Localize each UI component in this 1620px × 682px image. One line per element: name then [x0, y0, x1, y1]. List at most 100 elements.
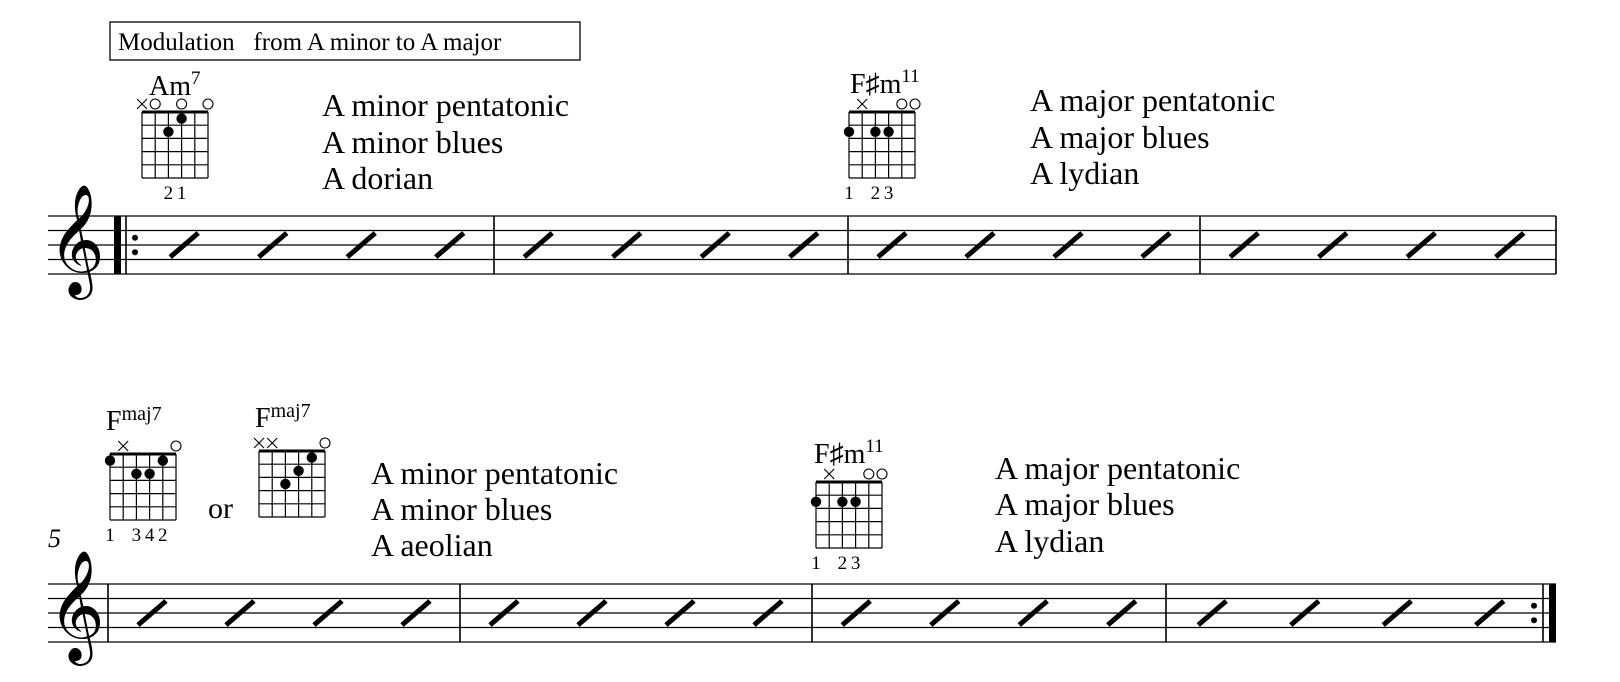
fingering-number: 3	[132, 525, 142, 546]
scale-line: A minor blues	[371, 491, 552, 527]
open-string-icon	[176, 98, 188, 110]
rhythm-slash	[611, 231, 643, 259]
fingering-number: 2	[158, 525, 168, 546]
scale-line: A major pentatonic	[995, 450, 1240, 486]
rhythm-slash	[1052, 231, 1084, 259]
rhythm-slash	[136, 599, 168, 627]
scale-line: A lydian	[995, 523, 1104, 559]
chord-name-fmaj7-b: Fmaj7	[255, 400, 311, 434]
fingering-number: 2	[838, 553, 848, 574]
rhythm-slash	[400, 599, 432, 627]
repeat-start-thick-bar	[114, 216, 121, 274]
chord-diagram-fmaj7-b: Fmaj7	[253, 400, 331, 518]
muted-string-icon	[117, 440, 129, 452]
fingering-number: 2	[871, 183, 881, 204]
rhythm-slash	[876, 231, 908, 259]
open-string-icon	[319, 437, 331, 449]
staff-system-1: 𝄞	[48, 185, 1557, 300]
scale-line: A aeolian	[371, 527, 493, 563]
fingering-number: 1	[844, 183, 854, 204]
finger-dot	[883, 126, 894, 137]
rhythm-slash	[1317, 231, 1349, 259]
chord-name-fsharp-m11-2: F♯m11	[814, 436, 884, 470]
rhythm-slash	[1474, 599, 1506, 627]
open-string-icon	[876, 468, 888, 480]
rhythm-slash	[964, 231, 996, 259]
chord-name-fmaj7-a: Fmaj7	[106, 403, 162, 437]
scale-list-4: A major pentatonic A major blues A lydia…	[995, 450, 1240, 559]
fingering-number: 2	[164, 183, 174, 204]
open-string-icon	[863, 468, 875, 480]
repeat-dot	[132, 234, 138, 241]
rhythm-slash	[699, 231, 731, 259]
fingering-number: 3	[884, 183, 894, 204]
rhythm-slash	[488, 599, 520, 627]
repeat-dot	[1531, 602, 1537, 609]
finger-dot	[810, 496, 822, 507]
finger-dot	[176, 113, 187, 124]
open-string-icon	[896, 98, 908, 110]
rhythm-slash	[840, 599, 872, 627]
staff-system-2: 𝄞	[48, 551, 1556, 666]
rhythm-slash	[345, 231, 377, 259]
repeat-end-thick-bar	[1549, 584, 1556, 642]
rhythm-slash	[576, 599, 608, 627]
rhythm-slash	[168, 231, 200, 259]
muted-string-icon	[823, 468, 835, 480]
scale-list-1: A minor pentatonic A minor blues A doria…	[322, 87, 569, 196]
rhythm-slash	[1228, 231, 1260, 259]
rhythm-slash	[1405, 231, 1437, 259]
finger-dot	[870, 126, 881, 137]
repeat-dot	[132, 249, 138, 256]
muted-string-icon	[266, 437, 278, 449]
rhythm-slash	[1017, 599, 1049, 627]
finger-dot	[144, 468, 155, 479]
treble-clef-icon: 𝄞	[48, 185, 105, 300]
open-string-icon	[202, 98, 214, 110]
rhythm-slash	[1106, 599, 1138, 627]
rhythm-slash	[1196, 599, 1228, 627]
rhythm-slash	[664, 599, 696, 627]
rhythm-slash	[1289, 599, 1321, 627]
scale-line: A major blues	[1030, 119, 1210, 155]
scale-line: A major pentatonic	[1030, 82, 1275, 118]
rhythm-slash	[788, 231, 820, 259]
scale-line: A dorian	[322, 160, 433, 196]
finger-dot	[306, 452, 317, 463]
scale-line: A minor pentatonic	[322, 87, 569, 123]
open-string-icon	[170, 440, 182, 452]
rhythm-slash	[1381, 599, 1413, 627]
finger-dot	[280, 478, 291, 490]
scale-list-2: A major pentatonic A major blues A lydia…	[1030, 82, 1275, 191]
measure-number: 5	[48, 524, 61, 553]
rhythm-slash	[752, 599, 784, 627]
finger-dot	[837, 496, 848, 507]
rhythm-slash	[434, 231, 466, 259]
open-string-icon	[149, 98, 161, 110]
fingering-number: 4	[145, 525, 155, 546]
rhythm-slash	[522, 231, 554, 259]
chord-name-am7: Am7	[149, 68, 201, 102]
finger-dot	[157, 455, 168, 466]
finger-dot	[843, 126, 855, 137]
fingering-number: 3	[851, 553, 861, 574]
scale-line: A major blues	[995, 486, 1175, 522]
treble-clef-icon: 𝄞	[48, 551, 105, 666]
rhythm-slash	[224, 599, 256, 627]
rhythm-slash	[1140, 231, 1172, 259]
scale-list-3: A minor pentatonic A minor blues A aeoli…	[371, 455, 618, 563]
scale-line: A minor pentatonic	[371, 455, 618, 491]
title-box	[109, 21, 581, 61]
chord-name-fsharp-m11-1: F♯m11	[850, 66, 920, 100]
rhythm-slash	[312, 599, 344, 627]
or-label: or	[208, 492, 233, 525]
muted-string-icon	[253, 437, 265, 449]
finger-dot	[163, 126, 174, 137]
finger-dot	[293, 465, 304, 476]
muted-string-icon	[856, 98, 868, 110]
title-text: Modulation from A minor to A major	[118, 29, 502, 56]
